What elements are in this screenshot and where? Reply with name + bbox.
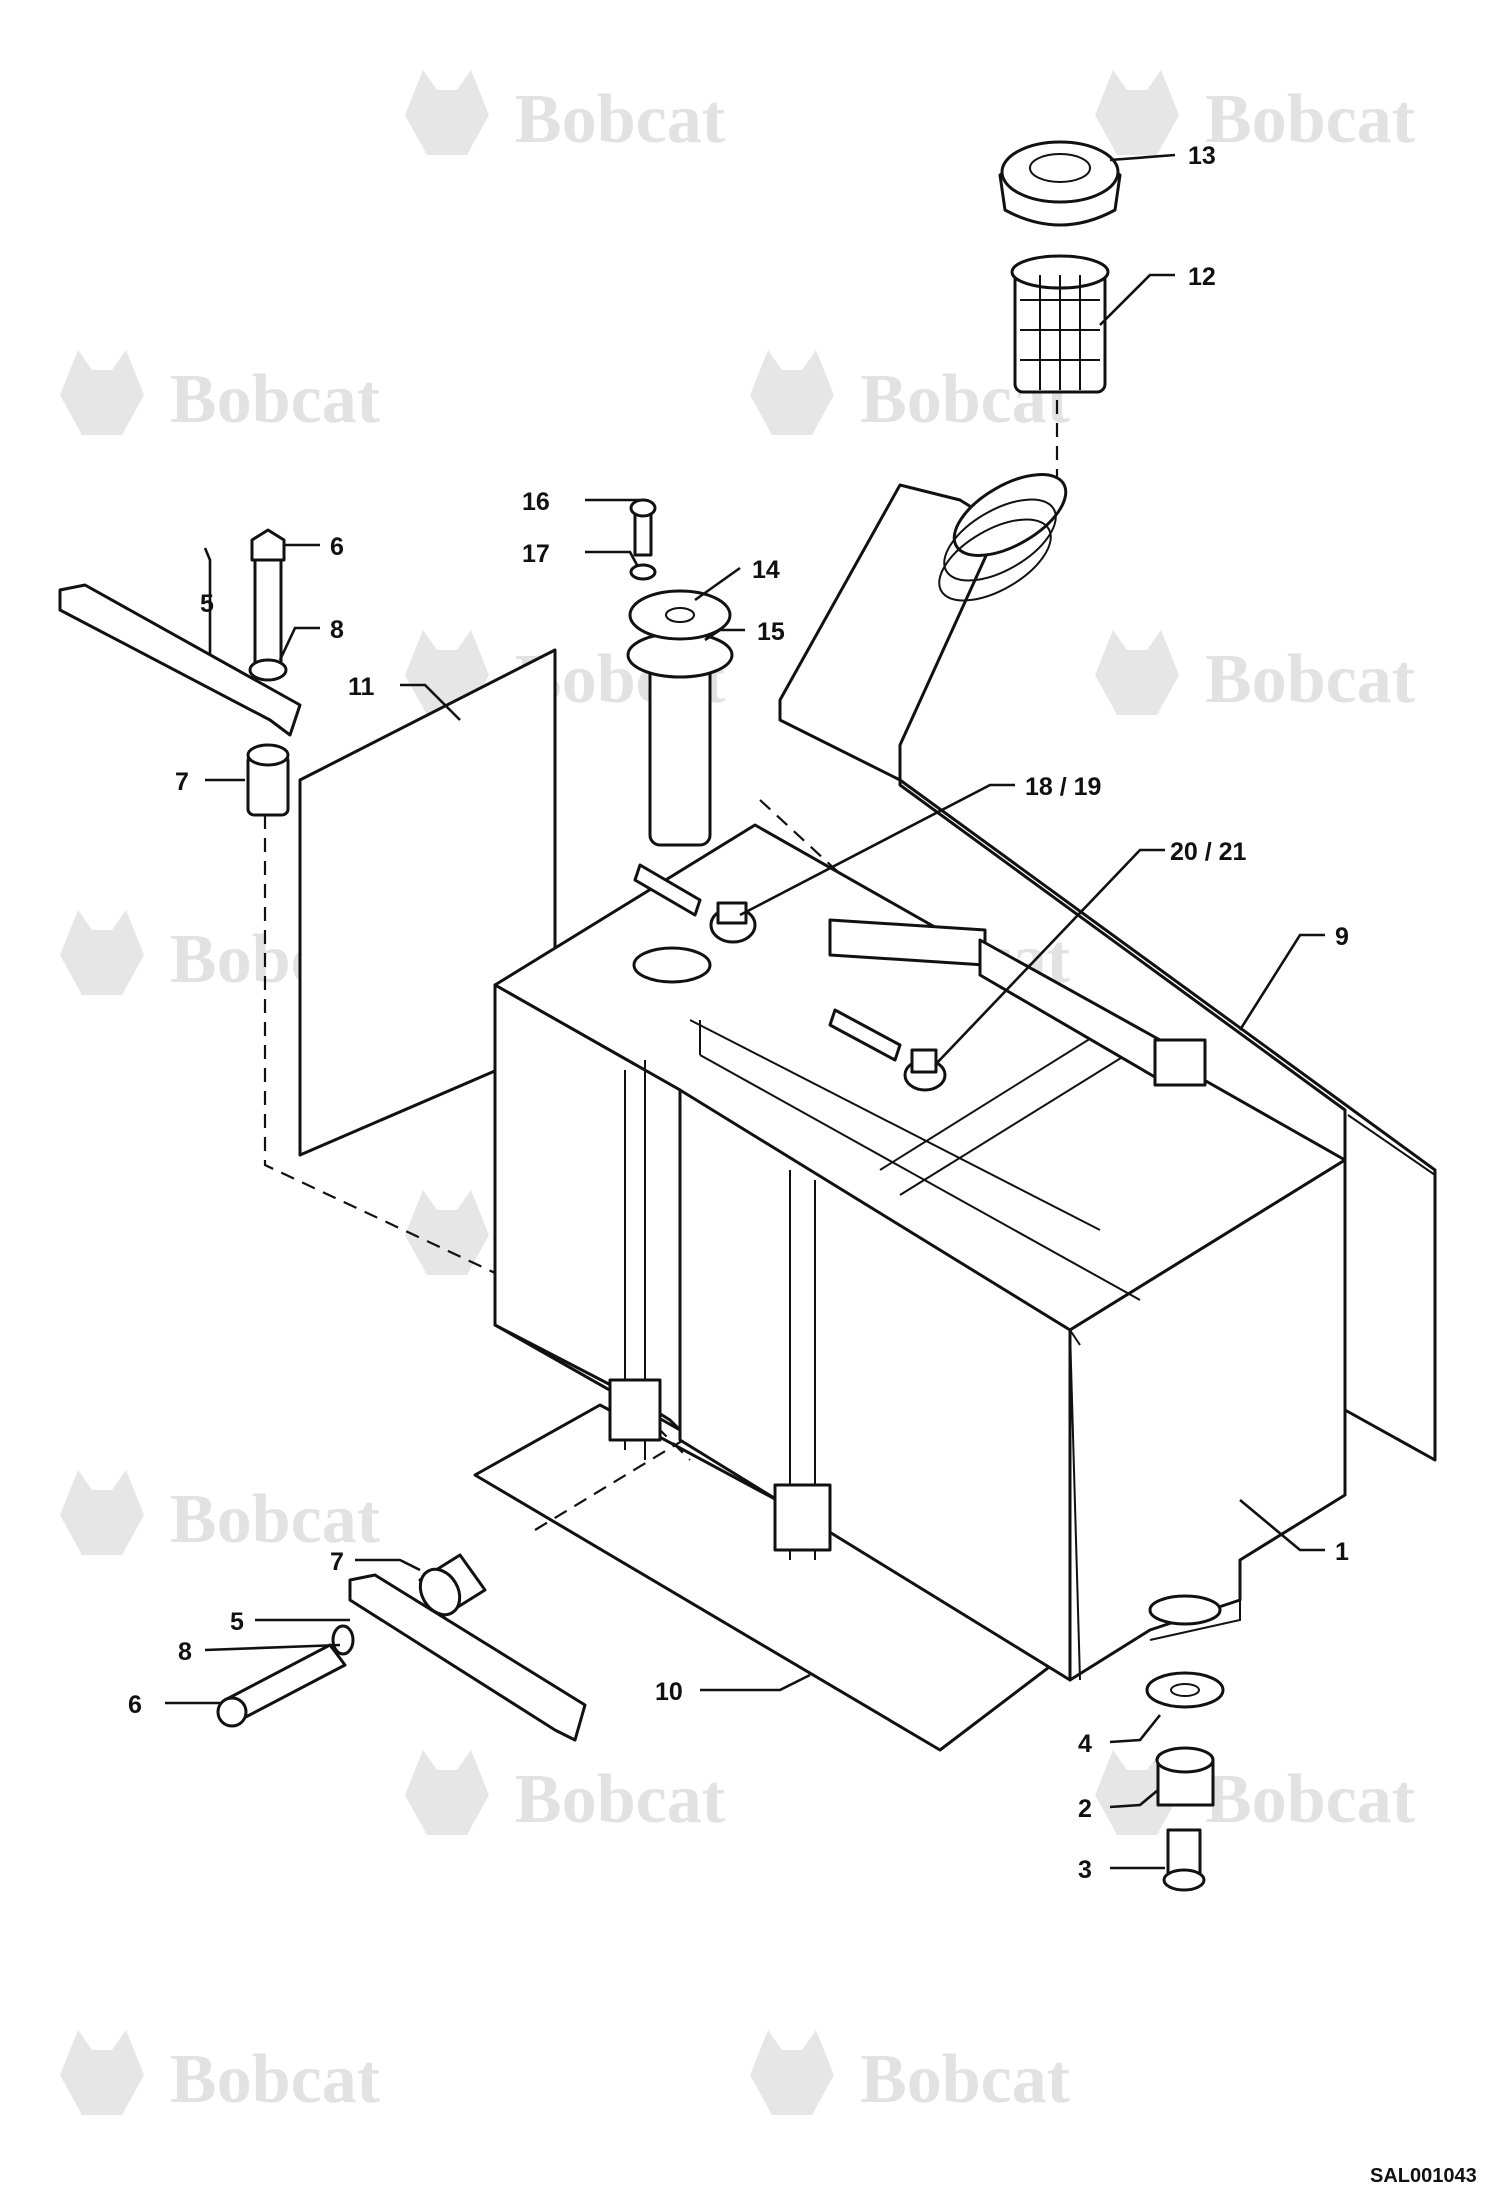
filler-neck-ring bbox=[938, 473, 1068, 602]
upper-spacer bbox=[246, 743, 290, 817]
lower-strap bbox=[348, 1573, 587, 1742]
callout-13: 13 bbox=[1188, 142, 1216, 170]
bobcat-logo-icon bbox=[750, 2030, 834, 2115]
hose-fitting-20-21 bbox=[828, 1008, 947, 1092]
callout-3: 3 bbox=[1078, 1856, 1092, 1884]
svg-text:Bobcat: Bobcat bbox=[515, 81, 725, 158]
callout-labels: 13 12 14 15 16 17 18 / 19 20 / 21 9 1 11… bbox=[128, 142, 1349, 1884]
filler-cap bbox=[998, 140, 1122, 227]
bobcat-logo-icon bbox=[60, 1470, 144, 1555]
callout-11: 11 bbox=[348, 673, 375, 701]
sender-flange bbox=[628, 589, 732, 641]
watermark-15: Bobcat bbox=[60, 2030, 380, 2118]
upper-strap bbox=[58, 583, 302, 737]
drain-plug-body bbox=[1155, 1746, 1215, 1807]
bobcat-logo-icon bbox=[1095, 630, 1179, 715]
lower-bolt bbox=[216, 1643, 347, 1728]
fuel-tank-body bbox=[493, 483, 1347, 1682]
drain-gasket bbox=[1145, 1671, 1225, 1709]
callout-15: 15 bbox=[757, 618, 785, 646]
fuel-level-sender bbox=[626, 589, 734, 984]
svg-text:Bobcat: Bobcat bbox=[1205, 1761, 1415, 1838]
callout-14: 14 bbox=[752, 556, 780, 584]
drain-valve bbox=[1162, 1828, 1206, 1892]
svg-text:Bobcat: Bobcat bbox=[1205, 81, 1415, 158]
sender-bolt bbox=[629, 498, 657, 557]
lower-washer bbox=[331, 1624, 355, 1656]
callout-9: 9 bbox=[1335, 923, 1349, 951]
sender-tube bbox=[648, 658, 712, 847]
bobcat-logo-icon bbox=[750, 350, 834, 435]
watermark-11: Bobcat bbox=[60, 1470, 380, 1558]
callout-7-lower: 7 bbox=[330, 1548, 344, 1576]
tank-clip bbox=[608, 1378, 662, 1442]
svg-text:Bobcat: Bobcat bbox=[170, 1481, 380, 1558]
bobcat-logo-icon bbox=[60, 350, 144, 435]
watermark-13: Bobcat bbox=[405, 1750, 725, 1838]
callout-20-21: 20 / 21 bbox=[1170, 838, 1247, 866]
bobcat-logo-icon bbox=[405, 70, 489, 155]
watermark-14: Bobcat bbox=[1095, 1750, 1415, 1838]
svg-text:Bobcat: Bobcat bbox=[515, 1761, 725, 1838]
hose-fitting-18-19 bbox=[633, 863, 757, 944]
bobcat-logo-icon bbox=[405, 1750, 489, 1835]
svg-text:Bobcat: Bobcat bbox=[170, 2041, 380, 2118]
watermark-1: Bobcat bbox=[405, 70, 725, 158]
svg-text:Bobcat: Bobcat bbox=[1205, 641, 1415, 718]
callout-18-19: 18 / 19 bbox=[1025, 773, 1101, 801]
filler-strainer bbox=[1010, 254, 1110, 394]
callout-leaders bbox=[165, 153, 1325, 1870]
callout-12: 12 bbox=[1188, 263, 1216, 291]
bobcat-logo-icon bbox=[1095, 70, 1179, 155]
watermark-3: Bobcat bbox=[60, 350, 380, 438]
callout-5-lower: 5 bbox=[230, 1608, 244, 1636]
callout-17: 17 bbox=[522, 540, 550, 568]
callout-4: 4 bbox=[1078, 1730, 1092, 1758]
callout-8-upper: 8 bbox=[330, 616, 344, 644]
callout-8-lower: 8 bbox=[178, 1638, 192, 1666]
callout-7-upper: 7 bbox=[175, 768, 189, 796]
upper-bolt bbox=[250, 528, 286, 672]
tank-clip bbox=[773, 1483, 832, 1552]
watermark-6: Bobcat bbox=[1095, 630, 1415, 718]
callout-1: 1 bbox=[1335, 1538, 1349, 1566]
callout-10: 10 bbox=[655, 1678, 683, 1706]
callout-5-upper: 5 bbox=[200, 590, 214, 618]
watermark-2: Bobcat bbox=[1095, 70, 1415, 158]
watermark-16: Bobcat bbox=[750, 2030, 1070, 2118]
svg-text:Bobcat: Bobcat bbox=[860, 2041, 1070, 2118]
bobcat-logo-icon bbox=[60, 910, 144, 995]
bobcat-logo-icon bbox=[60, 2030, 144, 2115]
upper-washer bbox=[248, 658, 288, 682]
sender-port-ring bbox=[632, 946, 712, 984]
drawing-code: SAL001043 bbox=[1370, 2165, 1477, 2187]
lower-spacer bbox=[418, 1553, 487, 1617]
sender-washer bbox=[629, 563, 657, 581]
callout-16: 16 bbox=[522, 488, 550, 516]
callout-6-upper: 6 bbox=[330, 533, 344, 561]
bobcat-logo-icon bbox=[405, 1190, 489, 1275]
top-block bbox=[1153, 1038, 1207, 1087]
callout-2: 2 bbox=[1078, 1795, 1092, 1823]
svg-text:Bobcat: Bobcat bbox=[170, 361, 380, 438]
callout-6-lower: 6 bbox=[128, 1691, 142, 1719]
